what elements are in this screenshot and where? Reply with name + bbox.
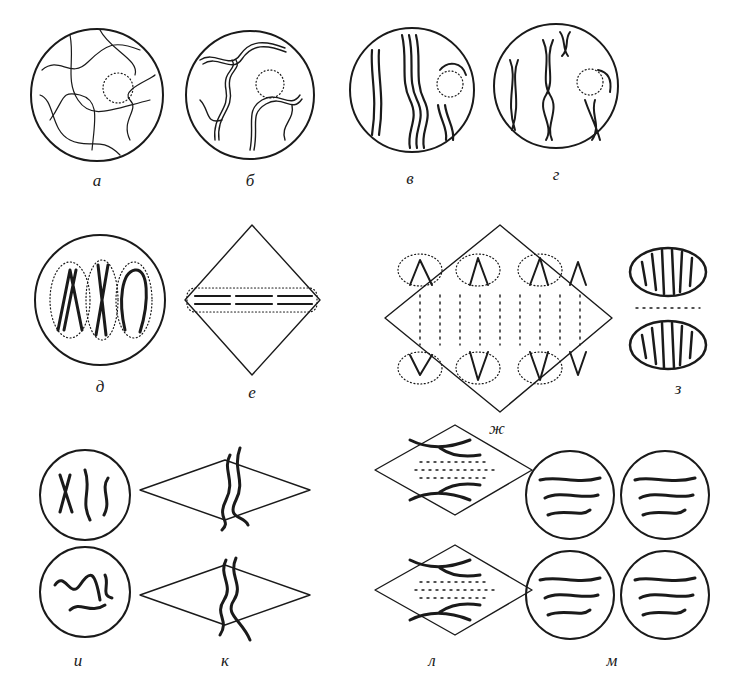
stage-a-cell — [31, 29, 163, 161]
stage-letter: м — [607, 652, 618, 669]
stage-letter: д — [96, 378, 105, 395]
stage-k-spindles — [140, 448, 310, 640]
stage-letter: ж — [489, 420, 505, 437]
stage-letter: е — [248, 384, 256, 401]
stage-letter: и — [74, 652, 83, 669]
stage-letter: к — [221, 652, 229, 669]
stage-letter: л — [428, 652, 435, 669]
stage-i-cells — [40, 450, 130, 637]
stage-b-cell — [186, 31, 314, 159]
stage-e-spindle — [185, 225, 320, 375]
stage-letter: в — [406, 170, 413, 187]
stage-d-cell — [35, 235, 165, 365]
stage-v-cell — [350, 28, 474, 152]
stage-zh-spindle — [385, 225, 612, 412]
stage-letter: г — [553, 166, 560, 183]
stage-letter: а — [93, 172, 102, 189]
stage-z-daughters — [630, 248, 706, 369]
stage-letter: б — [246, 172, 255, 189]
stage-l-spindles — [375, 425, 532, 635]
stage-m-cells — [526, 451, 709, 639]
stage-g-cell — [494, 24, 618, 148]
stage-letter: з — [675, 380, 682, 397]
